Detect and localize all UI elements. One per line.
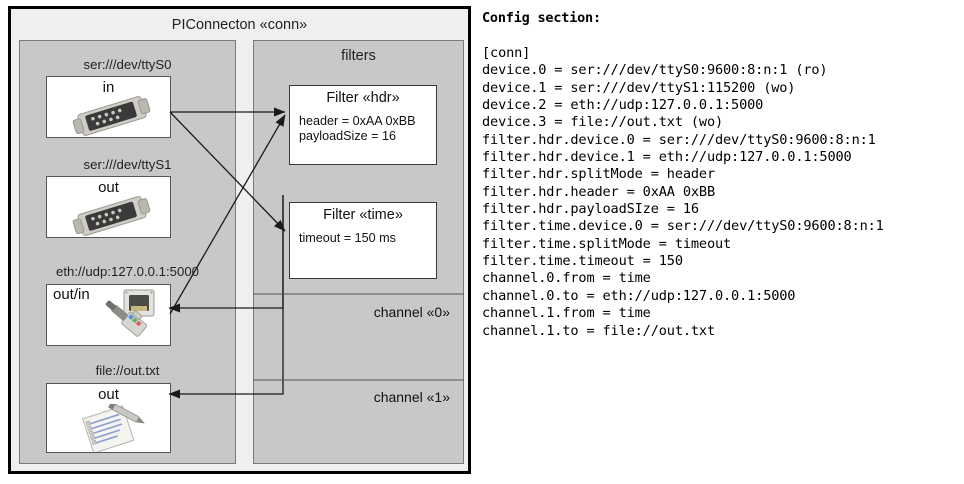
device-label-ttyS0: ser:///dev/ttyS0 [83,57,172,72]
filter-prop: header = 0xAA 0xBB [299,114,416,128]
filter-card-time[interactable]: Filter «time» timeout = 150 ms [289,202,437,279]
config-line: filter.hdr.header = 0xAA 0xBB [482,183,715,200]
device-direction-ttyS1: out [98,179,119,196]
device-direction-eth: out/in [53,286,90,303]
connector-diagram: PIConnecton «conn» ser:///dev/ttyS0 in [8,6,471,474]
config-line: device.1 = ser:///dev/ttyS1:115200 (wo) [482,79,796,96]
config-line: filter.time.timeout = 150 [482,253,683,270]
config-line: filter.hdr.device.0 = ser:///dev/ttyS0:9… [482,131,876,148]
filter-props-hdr: header = 0xAA 0xBB payloadSize = 16 [299,114,432,144]
config-line: device.0 = ser:///dev/ttyS0:9600:8:n:1 (… [482,62,828,79]
filter-prop: payloadSize = 16 [299,129,396,143]
config-line: channel.1.from = time [482,305,651,322]
config-line: filter.hdr.payloadSIze = 16 [482,201,699,218]
ethernet-plug-icon [105,288,169,351]
config-line: channel.0.from = time [482,270,651,287]
config-lines: [conn]device.0 = ser:///dev/ttyS0:9600:8… [482,45,959,340]
config-section: Config section: [conn]device.0 = ser:///… [481,6,959,476]
config-line: filter.hdr.splitMode = header [482,166,715,183]
config-line: filter.time.device.0 = ser:///dev/ttyS0:… [482,218,884,235]
config-line: filter.time.splitMode = timeout [482,235,732,252]
config-heading: Config section: [482,10,601,26]
device-box-ttyS1[interactable]: out [46,176,171,238]
device-direction-file: out [98,386,119,403]
config-line: device.3 = file://out.txt (wo) [482,114,724,131]
device-box-file[interactable]: out [46,383,171,454]
device-label-ttyS1: ser:///dev/ttyS1 [83,157,172,172]
filters-title: filters [341,48,376,64]
devices-panel: ser:///dev/ttyS0 in [19,40,236,464]
filter-title-time: Filter «time» [323,207,403,223]
config-line: filter.hdr.device.1 = eth://udp:127.0.0.… [482,149,852,166]
serial-port-icon [71,95,153,142]
filter-props-time: timeout = 150 ms [299,231,432,246]
channel-label-1: channel «1» [373,389,450,405]
device-label-file: file://out.txt [95,363,160,378]
device-box-eth[interactable]: out/in [46,284,171,346]
filter-prop: timeout = 150 ms [299,231,396,245]
text-file-icon [77,402,149,457]
config-line: channel.1.to = file://out.txt [482,322,715,339]
filter-title-hdr: Filter «hdr» [326,90,400,106]
device-box-ttyS0[interactable]: in [46,76,171,138]
diagram-title: PIConnecton «conn» [171,17,308,33]
config-line: [conn] [482,45,531,61]
filters-panel: filters Filter «hdr» header = 0xAA 0xBB … [253,40,464,464]
config-line: channel.0.to = eth://udp:127.0.0.1:5000 [482,287,796,304]
device-label-eth: eth://udp:127.0.0.1:5000 [56,264,199,279]
serial-port-icon [71,195,153,242]
config-line: device.2 = eth://udp:127.0.0.1:5000 [482,97,764,114]
channel-label-0: channel «0» [373,304,450,320]
filter-card-hdr[interactable]: Filter «hdr» header = 0xAA 0xBB payloadS… [289,85,437,165]
device-direction-ttyS0: in [102,79,115,96]
